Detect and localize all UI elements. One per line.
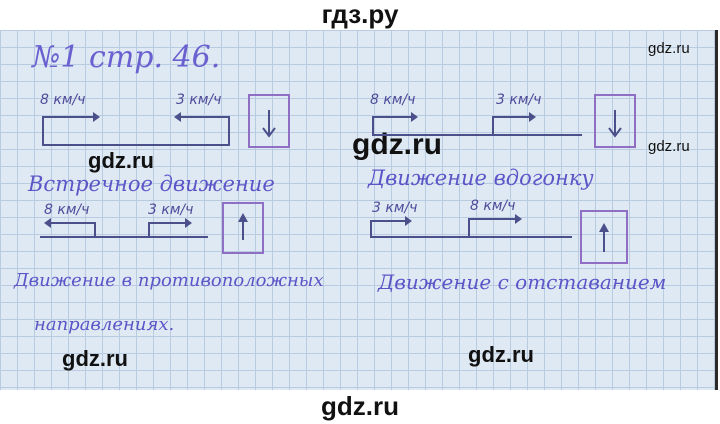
watermark: gdz.ru [352, 128, 442, 161]
watermark: gdz.ru [648, 138, 690, 155]
notebook-page: №1 стр. 46. gdz.ru gdz.ru gdz.ru gdz.ru … [0, 30, 718, 390]
speed-label: 8 км/ч [44, 202, 90, 218]
path-line [40, 236, 208, 238]
speed-label: 3 км/ч [372, 200, 418, 216]
start-tick [94, 222, 96, 238]
arrow-right [372, 112, 418, 122]
exercise-title: №1 стр. 46. [32, 40, 221, 75]
speed-label: 3 км/ч [496, 92, 542, 108]
down-arrow-icon [262, 110, 276, 138]
path-line [42, 144, 230, 146]
path-line [372, 134, 582, 136]
speed-label: 3 км/ч [176, 92, 222, 108]
arrow-right [492, 112, 536, 122]
caption-pursuit: Движение вдогонку [368, 166, 594, 190]
start-tick [372, 116, 374, 134]
speed-label: 8 км/ч [370, 92, 416, 108]
caption-opposite-line2: направлениях. [34, 314, 175, 335]
watermark: gdz.ru [62, 346, 128, 371]
direction-box [594, 94, 636, 148]
speed-label: 8 км/ч [40, 92, 86, 108]
arrow-left [44, 218, 94, 228]
site-footer: gdz.ru [321, 391, 399, 421]
down-arrow-icon [608, 110, 622, 138]
start-tick [42, 116, 44, 146]
speed-label: 3 км/ч [148, 202, 194, 218]
start-tick [370, 220, 372, 238]
start-tick [148, 222, 150, 238]
up-arrow-icon [238, 213, 248, 240]
arrow-left [174, 112, 230, 122]
caption-meeting: Встречное движение [28, 172, 275, 196]
arrow-right [148, 218, 192, 228]
caption-lagging: Движение с отставанием [378, 270, 667, 294]
watermark: gdz.ru [648, 40, 690, 57]
up-arrow-icon [599, 223, 609, 252]
direction-box [222, 202, 264, 254]
arrow-right [372, 216, 412, 226]
path-line [370, 236, 572, 238]
arrow-right [42, 112, 100, 122]
mid-tick [468, 218, 470, 238]
speed-label: 8 км/ч [470, 198, 516, 214]
direction-box [580, 210, 628, 264]
caption-opposite-line1: Движение в противоположных [14, 270, 324, 291]
site-header: гдз.ру [321, 0, 399, 29]
end-tick [228, 116, 230, 146]
mid-tick [492, 116, 494, 134]
watermark: gdz.ru [468, 342, 534, 367]
arrow-right [468, 214, 522, 224]
watermark: gdz.ru [88, 148, 154, 173]
direction-box [248, 94, 290, 148]
